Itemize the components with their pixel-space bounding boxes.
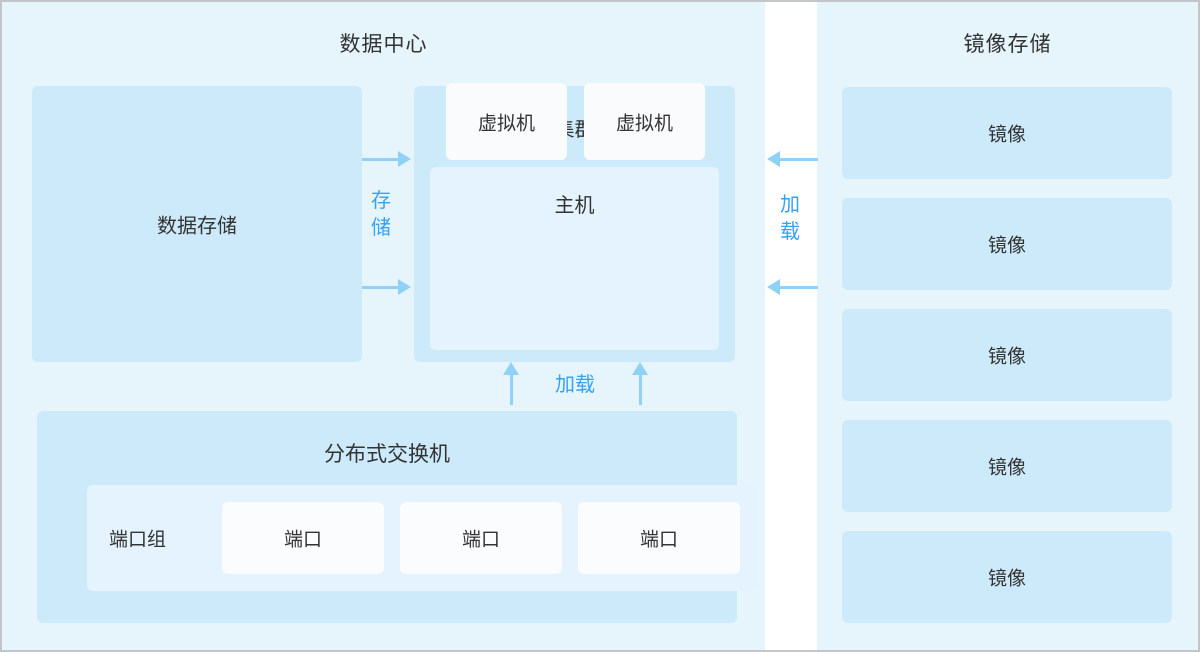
image-block-4[interactable]: 镜像	[842, 420, 1172, 512]
image-label: 镜像	[987, 124, 1026, 146]
load-arrow-bottom-head-icon	[767, 279, 780, 295]
datacenter-title: 数据中心	[339, 33, 428, 56]
load-arrow-top-line	[780, 158, 818, 161]
image-label: 镜像	[987, 346, 1026, 368]
port-group-label: 端口组	[109, 529, 167, 551]
load-bottom-connector-label: 加载	[555, 374, 595, 396]
image-block-3[interactable]: 镜像	[842, 309, 1172, 401]
switch-load-arrow-line-1	[510, 373, 513, 405]
storage-arrow-bottom-head-icon	[398, 279, 411, 295]
virtual-machine-block-1[interactable]: 虚拟机	[446, 83, 567, 160]
image-label: 镜像	[987, 235, 1026, 257]
distributed-switch-label: 分布式交换机	[324, 443, 450, 466]
load-arrow-bottom-line	[780, 286, 818, 289]
load-right-connector-label: 加载	[780, 194, 800, 243]
switch-load-arrow-head-icon-1	[503, 362, 519, 375]
virtual-machine-label: 虚拟机	[615, 113, 673, 134]
port-group-block[interactable]: 端口组 端口 端口 端口	[87, 485, 757, 591]
port-block-1[interactable]: 端口	[222, 502, 384, 574]
virtual-machine-label: 虚拟机	[477, 113, 535, 134]
virtual-machine-block-2[interactable]: 虚拟机	[584, 83, 705, 160]
storage-arrow-top-line	[362, 158, 400, 161]
switch-load-arrow-head-icon-2	[632, 362, 648, 375]
switch-load-arrow-line-2	[639, 373, 642, 405]
distributed-switch-block[interactable]: 分布式交换机 端口组 端口 端口 端口	[37, 411, 757, 623]
port-label: 端口	[461, 529, 500, 551]
image-storage-title: 镜像存储	[963, 33, 1052, 56]
storage-arrow-top-head-icon	[398, 151, 411, 167]
data-storage-label: 数据存储	[157, 215, 237, 238]
data-storage-block[interactable]: 数据存储	[32, 86, 362, 362]
port-block-3[interactable]: 端口	[578, 502, 740, 574]
storage-arrow-bottom-line	[362, 286, 400, 289]
host-label: 主机	[554, 195, 595, 217]
image-label: 镜像	[987, 457, 1026, 479]
image-block-1[interactable]: 镜像	[842, 87, 1172, 179]
port-label: 端口	[283, 529, 322, 551]
host-block[interactable]: 主机	[430, 167, 719, 350]
image-label: 镜像	[987, 568, 1026, 590]
image-block-5[interactable]: 镜像	[842, 531, 1172, 623]
port-label: 端口	[639, 529, 678, 551]
storage-connector-label: 存储	[371, 190, 391, 239]
image-block-2[interactable]: 镜像	[842, 198, 1172, 290]
load-arrow-top-head-icon	[767, 151, 780, 167]
port-block-2[interactable]: 端口	[400, 502, 562, 574]
